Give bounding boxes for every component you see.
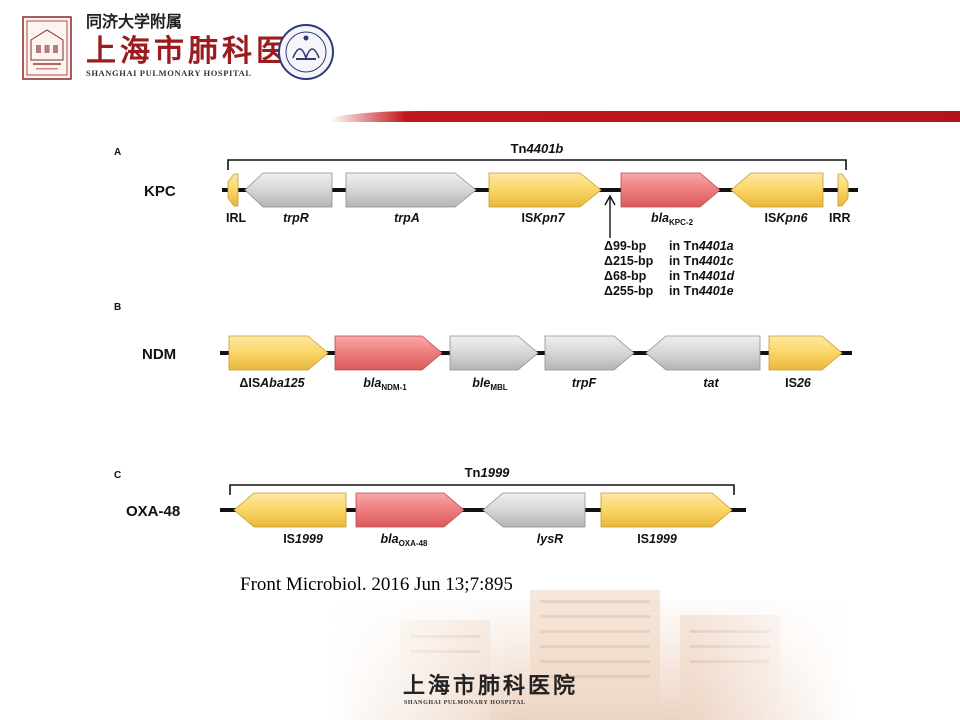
label-iskpn7: ISKpn7 bbox=[521, 211, 565, 225]
panel-c-bracket-label: Tn1999 bbox=[465, 465, 511, 480]
label-trpa: trpA bbox=[394, 211, 420, 225]
panel-a-bracket-label: Tn4401b bbox=[511, 141, 564, 156]
citation-text: Front Microbiol. 2016 Jun 13;7:895 bbox=[240, 574, 513, 595]
panel-c-row-label: OXA-48 bbox=[126, 503, 180, 520]
footer-logo-en: SHANGHAI PULMONARY HOSPITAL bbox=[404, 700, 526, 706]
gene-blandm1-arrow bbox=[334, 335, 443, 371]
footer-logo-cn: 上海市肺科医院 bbox=[403, 673, 578, 699]
gene-trpf-arrow bbox=[544, 335, 635, 371]
label-blaoxa48: blaOXA-48 bbox=[381, 532, 429, 548]
background-building-image bbox=[330, 590, 850, 720]
panel-b-letter: B bbox=[114, 302, 121, 313]
gene-iskpn7-arrow bbox=[488, 172, 602, 208]
panel-a-letter: A bbox=[114, 147, 121, 158]
gene-blakpc2-arrow bbox=[620, 172, 721, 208]
gene-trpa-arrow bbox=[345, 172, 477, 208]
gene-is1999-right-arrow bbox=[600, 492, 733, 528]
label-lysr: lysR bbox=[537, 532, 563, 546]
affiliation-text: 同济大学附属 bbox=[86, 12, 182, 31]
panel-b-row-label: NDM bbox=[142, 346, 176, 363]
hospital-name-en: SHANGHAI PULMONARY HOSPITAL bbox=[86, 68, 252, 78]
label-irr: IRR bbox=[829, 211, 851, 225]
panel-a-bracket bbox=[227, 159, 847, 170]
panel-a-row-label: KPC bbox=[144, 183, 176, 200]
panel-c-letter: C bbox=[114, 470, 121, 481]
gene-trpr-arrow bbox=[244, 172, 333, 208]
footer-logo: 上海市肺科医院 SHANGHAI PULMONARY HOSPITAL bbox=[403, 673, 578, 706]
university-seal-logo bbox=[278, 24, 334, 80]
label-blakpc2: blaKPC-2 bbox=[651, 211, 694, 227]
hospital-emblem-logo bbox=[22, 16, 72, 80]
header-accent-band bbox=[330, 111, 960, 122]
label-iskpn6: ISKpn6 bbox=[764, 211, 808, 225]
label-isaba125: ΔISAba125 bbox=[239, 376, 305, 390]
label-is26: IS26 bbox=[785, 376, 812, 390]
gene-isaba125-arrow bbox=[228, 335, 329, 371]
gene-is26-arrow bbox=[768, 335, 843, 371]
gene-is1999-left-arrow bbox=[233, 492, 347, 528]
irr-element bbox=[837, 173, 849, 207]
gene-lysr-arrow bbox=[482, 492, 586, 528]
label-trpf: trpF bbox=[572, 376, 597, 390]
gene-blembl-arrow bbox=[449, 335, 539, 371]
figure-panel: A Tn4401b KPC IRL trpR trpA ISKpn7 blaKP… bbox=[114, 141, 858, 548]
panel-a: A Tn4401b KPC IRL trpR trpA ISKpn7 blaKP… bbox=[114, 141, 858, 298]
irl-element bbox=[227, 173, 239, 207]
label-is1999-left: IS1999 bbox=[283, 532, 323, 546]
label-trpr: trpR bbox=[283, 211, 309, 225]
label-irl: IRL bbox=[226, 211, 247, 225]
header: 同济大学附属 上海市肺科医院 SHANGHAI PULMONARY HOSPIT… bbox=[22, 12, 334, 80]
label-tat: tat bbox=[703, 376, 719, 390]
gene-blaoxa48-arrow bbox=[355, 492, 465, 528]
gene-iskpn6-arrow bbox=[730, 172, 824, 208]
gene-tat-arrow bbox=[645, 335, 761, 371]
label-is1999-right: IS1999 bbox=[637, 532, 677, 546]
panel-c-bracket bbox=[229, 484, 735, 495]
label-blandm1: blaNDM-1 bbox=[363, 376, 407, 392]
panel-c: C Tn1999 OXA-48 IS1999 blaOXA-48 lysR IS… bbox=[114, 465, 746, 548]
label-blembl: bleMBL bbox=[472, 376, 508, 392]
panel-b: B NDM ΔISAba125 blaNDM-1 bleMBL trpF tat… bbox=[114, 302, 852, 392]
